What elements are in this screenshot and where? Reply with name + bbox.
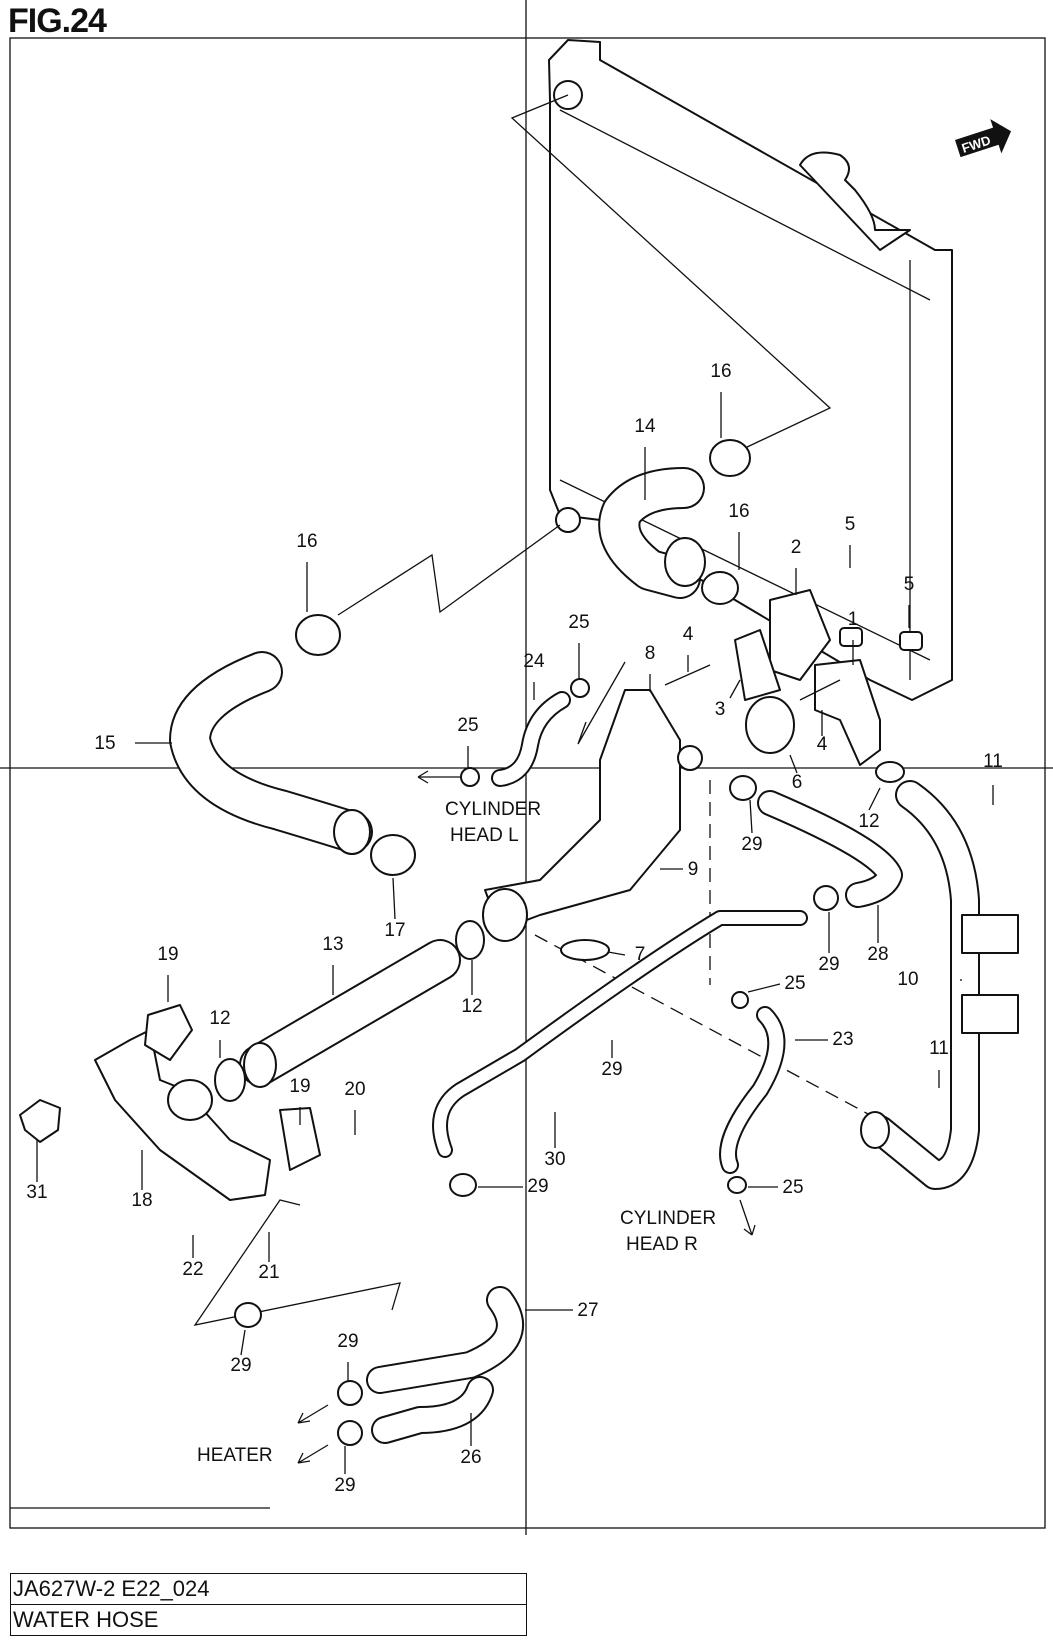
callout-label-15: 15 [94,733,115,754]
note-cylinder-head-r-1: CYLINDER [620,1208,716,1229]
callout-label-30: 30 [544,1149,565,1170]
figure-title: FIG.24 [8,2,107,40]
callout-leader [392,877,396,920]
callout-leader [749,799,753,834]
callout-label-9: 9 [688,859,699,880]
callout-label-22: 22 [182,1259,203,1280]
radiator [548,39,953,701]
callout-label-25: 25 [784,973,805,994]
callout-leader [789,754,798,774]
callout-label-14: 14 [634,416,656,437]
callout-label-21: 21 [258,1262,279,1283]
pipe-13 [239,939,461,1088]
thermostat-group [664,589,923,766]
callout-label-25: 25 [568,612,589,633]
fwd-label: FWD [960,132,993,155]
callout-leader [868,787,881,811]
callout-leader [240,1329,246,1356]
outlet-18 [19,1004,321,1201]
drawing-code: JA627W-2 E22_024 [13,1576,210,1601]
hose-15 [169,651,373,855]
note-cylinder-head-l-2: HEAD L [450,825,519,846]
callout-label-1: 1 [848,609,859,630]
notes: CYLINDER HEAD L CYLINDER HEAD R HEATER [197,799,716,1466]
callout-label-26: 26 [460,1447,481,1468]
callout-label-28: 28 [867,944,888,965]
callout-label-29: 29 [230,1355,251,1376]
callout-label-16: 16 [728,501,749,522]
callout-label-29: 29 [818,954,839,975]
callout-label-11: 11 [983,751,1003,772]
callout-label-25: 25 [782,1177,803,1198]
direction-arrows [297,770,756,1464]
callout-label-12: 12 [858,811,879,832]
callout-label-2: 2 [791,537,802,558]
callout-leader [747,983,781,993]
o-rings [214,761,905,1102]
callout-label-20: 20 [344,1079,365,1100]
callout-label-6: 6 [792,772,803,793]
callout-label-29: 29 [741,834,762,855]
callout-label-29: 29 [334,1475,355,1496]
callout-label-11: 11 [929,1038,949,1059]
title-block: JA627W-2 E22_024 WATER HOSE [10,1573,527,1636]
callout-label-8: 8 [645,643,656,664]
callout-label-3: 3 [715,699,726,720]
callout-label-12: 12 [461,996,482,1017]
callout-label-19: 19 [289,1076,310,1097]
callout-label-7: 7 [635,944,646,965]
callout-label-18: 18 [131,1190,152,1211]
note-cylinder-head-r-2: HEAD R [626,1234,698,1255]
note-heater: HEATER [197,1445,273,1466]
callout-label-29: 29 [601,1059,622,1080]
callout-label-29: 29 [337,1331,358,1352]
callout-leader [607,951,626,956]
callout-label-5: 5 [845,514,856,535]
callout-label-27: 27 [577,1300,598,1321]
callout-leader [729,679,741,699]
callout-label-4: 4 [683,624,694,645]
callout-label-19: 19 [157,944,178,965]
callout-label-16: 16 [710,361,731,382]
callout-label-24: 24 [523,651,545,672]
callout-label-4: 4 [817,734,828,755]
callout-label-10: 10 [897,969,918,990]
callout-label-29: 29 [527,1176,548,1197]
callout-label-13: 13 [322,934,343,955]
callout-label-16: 16 [296,531,317,552]
hoses-23-24 [491,691,786,1174]
fwd-badge: FWD [955,119,1012,158]
callout-label-12: 12 [209,1008,230,1029]
callout-label-25: 25 [457,715,478,736]
hose-28 [757,790,903,908]
heater-hoses [366,1286,524,1444]
callout-label-5: 5 [904,574,915,595]
hose-14 [598,467,706,599]
callout-label-23: 23 [832,1029,853,1050]
hose-clamps [234,439,839,1446]
pipe-10 [860,780,1019,1190]
callout-labels: 1234455678910111112121213141516161617181… [26,361,1002,1496]
inlet-8 [482,689,703,942]
callout-label-17: 17 [384,920,405,941]
pipe-30 [432,910,808,1158]
drawing-name: WATER HOSE [11,1604,526,1635]
note-cylinder-head-l-1: CYLINDER [445,799,541,820]
leader-lines [193,94,871,1326]
callout-label-31: 31 [26,1182,47,1203]
